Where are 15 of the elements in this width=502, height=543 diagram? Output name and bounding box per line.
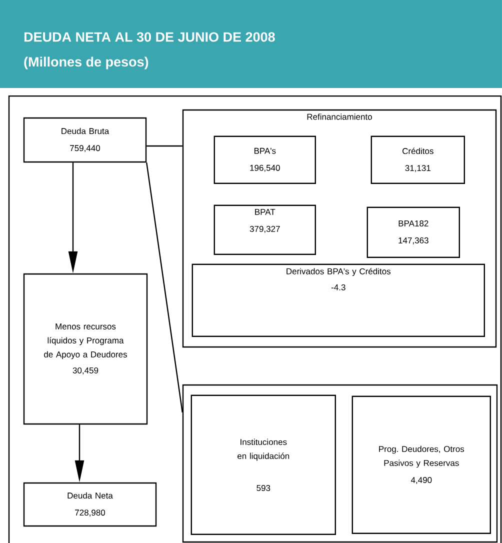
value-box: BPA's 196,540 xyxy=(214,136,316,184)
value-box: Menos recursos líquidos y Programa de Apoyo a Deudores 30,459 xyxy=(23,273,148,425)
title: DEUDA NETA AL 30 DE JUNIO DE 2008 xyxy=(24,32,275,42)
value-box: Deuda Neta 728,980 xyxy=(23,482,157,527)
value-box: Derivados BPA's y Créditos -4.3 xyxy=(192,264,485,337)
connector-line xyxy=(146,145,182,147)
connector-line xyxy=(146,162,183,412)
value-box: Instituciones en liquidación 593 xyxy=(190,394,336,535)
value-box: BPAT 379,327 xyxy=(214,204,316,255)
value-box: Prog. Deudores, Otros Pasivos y Reservas 4,490 xyxy=(352,396,491,534)
subtitle: (Millones de pesos) xyxy=(24,56,148,70)
group-box xyxy=(182,384,498,543)
value-box: Deuda Bruta 759,440 xyxy=(23,117,147,163)
value-box: Créditos 31,131 xyxy=(370,136,465,184)
value-box: BPA182 147,363 xyxy=(366,206,460,258)
